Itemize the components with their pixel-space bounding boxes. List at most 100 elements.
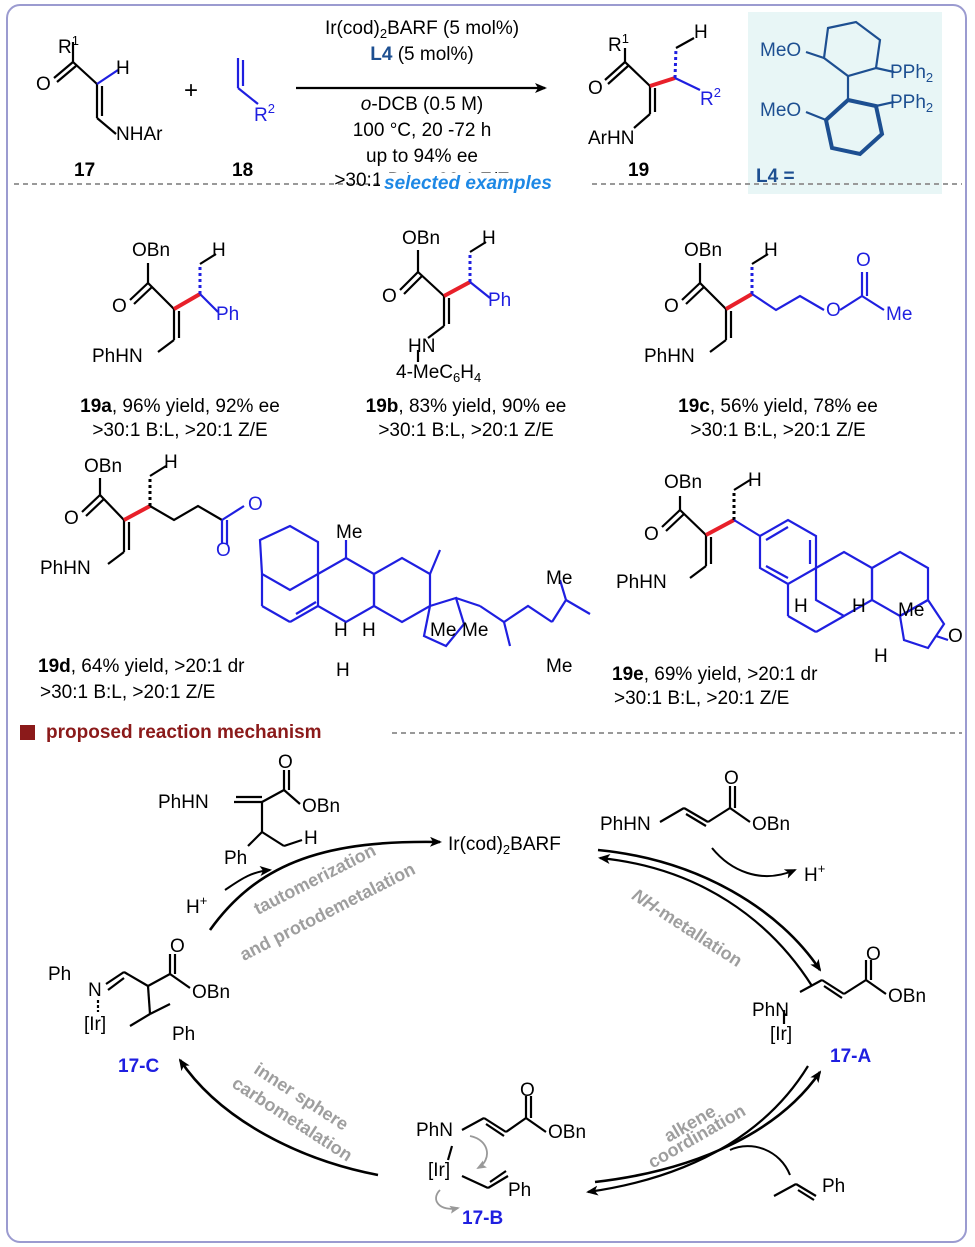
example-19d-structure	[81, 465, 591, 648]
plus-sign: +	[184, 77, 199, 104]
ex19b-O: O	[382, 286, 397, 307]
arrow-tautomerization	[208, 836, 442, 931]
arrow-product-release	[224, 866, 272, 891]
ligand-MeO-top: MeO	[760, 40, 802, 61]
mech-product-H: H	[304, 828, 318, 849]
ex19c-ester-O: O	[826, 300, 841, 321]
ligand-L4-label: L4 =	[756, 166, 795, 187]
mech-17C-N: N	[88, 980, 102, 1001]
ex19e-H-3: H	[874, 646, 888, 667]
mech-substrate-PhHN: PhHN	[600, 814, 651, 835]
ex19d-OBn: OBn	[84, 456, 123, 477]
mech-17B-O: O	[520, 1080, 535, 1101]
ex19e-caption-line2: >30:1 B:L, >20:1 Z/E	[614, 688, 790, 709]
ex19e-PhHN: PhHN	[616, 572, 667, 593]
ligand-PPh2-top: PPh2	[890, 62, 934, 85]
ex19a-OBn: OBn	[132, 240, 171, 261]
mech-catalyst: Ir(cod)2BARF	[448, 834, 561, 857]
mech-17B-Ir: [Ir]	[428, 1160, 451, 1181]
label-intermediate-17B: 17-B	[462, 1208, 504, 1229]
reagent-solvent: o-DCB (0.5 M)	[360, 94, 484, 115]
ex19d-H: H	[164, 452, 178, 473]
mech-17C-Ir: [Ir]	[84, 1014, 107, 1035]
example-19e-structure	[661, 479, 949, 650]
ex19d-H-2: H	[362, 620, 376, 641]
ex19b-tolyl: 4-MeC6H4	[396, 362, 482, 385]
ex19b-caption-line1: 19b, 83% yield, 90% ee	[365, 396, 567, 417]
example-19c-structure	[681, 253, 885, 353]
ex19d-Me-1: Me	[336, 522, 363, 543]
ex19c-caption-line1: 19c, 56% yield, 78% ee	[678, 396, 878, 417]
compound-18-structure	[236, 58, 259, 105]
ex19e-H: H	[748, 470, 762, 491]
ex19c-caption-line2: >30:1 B:L, >20:1 Z/E	[690, 420, 866, 441]
ex19d-PhHN: PhHN	[40, 558, 91, 579]
mech-H-plus-right: H+	[804, 861, 826, 886]
mech-product-O: O	[278, 752, 293, 773]
ex19e-O: O	[644, 524, 659, 545]
ex19c-O: O	[664, 296, 679, 317]
mech-H-plus-left: H+	[186, 893, 208, 918]
section-bullet	[20, 725, 35, 740]
compound-19-structure	[604, 37, 701, 129]
ex19d-Me-5: Me	[546, 656, 573, 677]
ex19d-Me-3: Me	[462, 620, 489, 641]
ex19e-OBn: OBn	[664, 472, 703, 493]
mech-17B-OBn: OBn	[548, 1122, 587, 1143]
ex19e-H-2: H	[852, 596, 866, 617]
intermediate-17A-structure	[782, 960, 887, 1024]
mech-17B-Ph: Ph	[508, 1180, 532, 1201]
intermediate-17C-structure	[96, 954, 191, 1027]
atom-R2-19: R2	[700, 85, 721, 110]
atom-H-19: H	[694, 22, 708, 43]
mechanism-substrate-structure	[659, 786, 751, 827]
mech-product-OBn: OBn	[302, 796, 341, 817]
mech-17A-PhN: PhN	[752, 1000, 789, 1021]
ex19a-H: H	[212, 240, 226, 261]
ex19d-Me-4: Me	[546, 568, 573, 589]
intermediate-17B-structure	[435, 1096, 547, 1214]
atom-R1-19: R1	[608, 31, 629, 56]
arrow-carbometalation	[178, 1058, 379, 1177]
mech-product-Ph: Ph	[224, 848, 248, 869]
label-intermediate-17A: 17-A	[830, 1046, 872, 1067]
ex19c-H: H	[764, 240, 778, 261]
ligand-L4-structure	[805, 20, 895, 157]
ex19d-H-3: H	[336, 660, 350, 681]
arrow-styrene-entry	[729, 1145, 791, 1176]
ex19d-ester-O: O	[216, 540, 231, 561]
ex19c-PhHN: PhHN	[644, 346, 695, 367]
ex19a-O: O	[112, 296, 127, 317]
arrow-nh-metallation-forward	[597, 848, 822, 972]
mechanism-product-structure	[234, 770, 303, 848]
styrene-structure	[773, 1183, 817, 1201]
ex19d-caption-line1: 19d, 64% yield, >20:1 dr	[38, 656, 245, 677]
mech-17A-Ir: [Ir]	[770, 1024, 793, 1045]
example-19b-structure	[399, 241, 491, 362]
ex19d-carbonyl-O: O	[248, 494, 263, 515]
label-compound-19: 19	[628, 160, 650, 181]
ex19b-OBn: OBn	[402, 228, 441, 249]
ex19e-caption-line1: 19e, 69% yield, >20:1 dr	[612, 664, 818, 685]
ex19d-Me-2: Me	[430, 620, 457, 641]
ex19c-Me: Me	[886, 304, 913, 325]
ex19c-OBn: OBn	[684, 240, 723, 261]
ex19e-Me: Me	[898, 600, 925, 621]
reagent-ee: up to 94% ee	[366, 146, 478, 167]
label-intermediate-17C: 17-C	[118, 1056, 160, 1077]
compound-17-structure	[53, 42, 119, 135]
ex19e-ketone-O: O	[948, 626, 963, 647]
mech-17A-OBn: OBn	[888, 986, 927, 1007]
atom-ArHN: ArHN	[588, 128, 635, 149]
mech-17C-Ph-N: Ph	[48, 964, 72, 985]
reagent-conditions: 100 °C, 20 -72 h	[352, 120, 492, 141]
arrow-nh-metallation-reverse	[598, 854, 813, 987]
ligand-MeO-bottom: MeO	[760, 100, 802, 121]
mech-17C-O: O	[170, 936, 185, 957]
label-compound-17: 17	[74, 160, 96, 181]
reagent-catalyst: Ir(cod)2BARF (5 mol%)	[324, 18, 520, 41]
mech-17A-O: O	[866, 944, 881, 965]
ex19b-caption-line2: >30:1 B:L, >20:1 Z/E	[378, 420, 554, 441]
